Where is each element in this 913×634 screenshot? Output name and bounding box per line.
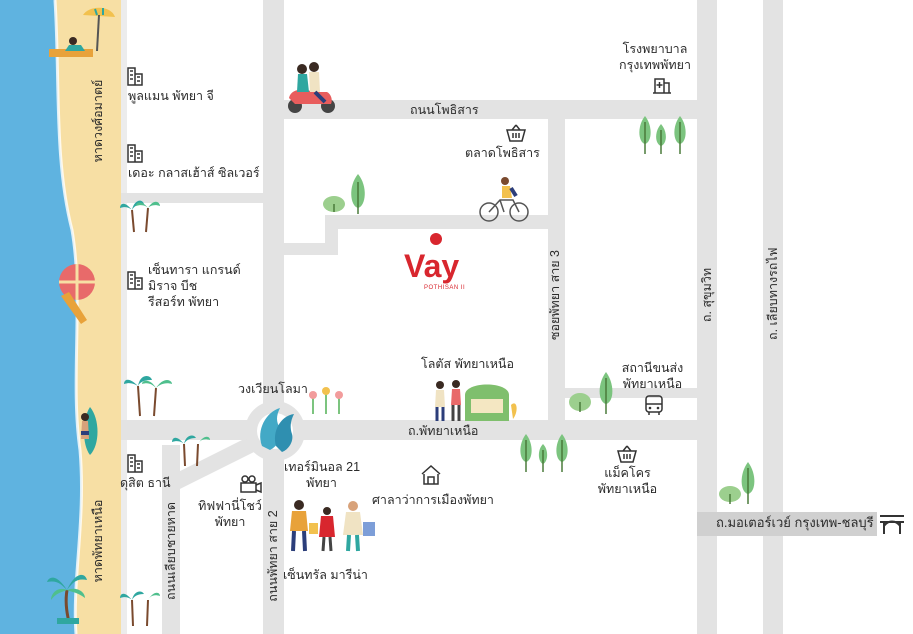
label-hospital-1: โรงพยาบาล	[622, 42, 688, 56]
label-cityhall: ศาลาว่าการเมืองพัทยา	[372, 493, 494, 507]
tree-icon	[323, 174, 365, 214]
temple-icon	[421, 464, 441, 485]
label-hospital-2: กรุงเทพพัทยา	[619, 58, 691, 72]
road-railway	[763, 0, 783, 634]
road-sukhumvit	[697, 0, 717, 634]
label-beach-north: หาดพัทยาเหนือ	[91, 499, 105, 583]
label-beach-road: ถนนเลียบชายหาด	[164, 501, 178, 601]
building-icon	[127, 454, 143, 473]
tree-icon	[719, 462, 755, 504]
road-inner-h2	[325, 215, 550, 229]
label-soi3: ซอยพัทยา สาย 3	[548, 250, 562, 341]
shoppers-icon	[290, 500, 375, 552]
label-tiffany-2: พัทยา	[214, 515, 246, 529]
label-central-marina: เซ็นทรัล มารีน่า	[283, 568, 368, 582]
label-north-pattaya: ถ.พัทยาเหนือ	[408, 424, 479, 438]
palm-icon	[120, 591, 160, 627]
palm-icon	[124, 376, 172, 417]
building-icon	[127, 67, 143, 86]
location-dot	[430, 233, 442, 245]
label-dolphin: วงเวียนโลมา	[238, 382, 308, 396]
label-poolman: พูลแมน พัทยา จี	[128, 89, 214, 103]
scooter-icon	[288, 62, 335, 113]
basket-icon	[617, 445, 637, 463]
label-centara-2: มิราจ บีช	[148, 279, 198, 293]
shoppers-icon	[435, 380, 517, 421]
brand-sub: POTHISAN II	[424, 285, 466, 291]
road-beach-road-inner	[162, 445, 180, 634]
umbrella-icon	[49, 7, 115, 57]
umbrella-icon	[59, 264, 95, 324]
road-inner-h1	[263, 243, 328, 255]
label-centara-3: รีสอร์ท พัทยา	[148, 295, 220, 309]
label-makro-2: พัทยาเหนือ	[597, 482, 658, 496]
bus-icon	[645, 395, 663, 415]
label-beach-dongtan: หาดวงศ์อมาตย์	[91, 79, 105, 163]
dolphin-icon	[260, 408, 294, 452]
label-dusit: ดุสิต ธานี	[120, 476, 171, 490]
label-phothisan: ถนนโพธิสาร	[410, 103, 479, 117]
road-motorway	[697, 512, 877, 536]
sea-and-beach	[0, 0, 125, 634]
palm-icon	[120, 200, 160, 233]
camera-icon	[240, 475, 262, 494]
palm-icon	[172, 435, 210, 467]
label-glasshouse: เดอะ กลาสเฮ้าส์ ซิลเวอร์	[128, 166, 260, 180]
building-icon	[127, 271, 143, 290]
road-inner-right	[565, 388, 697, 398]
surfer-icon	[81, 407, 98, 455]
building-icon	[127, 144, 143, 163]
road-soi-link	[121, 193, 263, 203]
label-makro-1: แม็คโคร	[604, 466, 651, 480]
brand-name: Vay	[404, 248, 460, 284]
label-sukhumvit: ถ. สุขุมวิท	[700, 267, 714, 323]
label-market: ตลาดโพธิสาร	[465, 146, 540, 160]
basket-icon	[506, 124, 526, 142]
bridge-icon	[880, 515, 904, 534]
label-lotus: โลตัส พัทยาเหนือ	[421, 357, 514, 371]
flowers-icon	[309, 387, 343, 414]
label-motorway: ถ.มอเตอร์เวย์ กรุงเทพ-ชลบุรี	[716, 515, 874, 530]
cyclist-icon	[479, 177, 529, 222]
palm-icon	[47, 574, 87, 624]
road-beach-road	[121, 0, 127, 634]
road-soi3	[548, 115, 565, 440]
tree-icon	[569, 372, 613, 414]
road-vertical-left	[263, 0, 284, 634]
tree-icon	[520, 434, 568, 472]
tree-icon	[639, 116, 686, 154]
label-railway: ถ. เลียบทางรถไฟ	[766, 247, 780, 341]
label-bus-2: พัทยาเหนือ	[622, 377, 683, 391]
label-centara-1: เซ็นทารา แกรนด์	[148, 263, 241, 277]
label-bus-1: สถานีขนส่ง	[621, 361, 684, 375]
label-t21-1: เทอร์มินอล 21	[284, 460, 361, 474]
label-t21-2: พัทยา	[306, 476, 337, 490]
hospital-icon	[653, 78, 671, 94]
road-phothisan	[263, 100, 697, 119]
label-tiffany-1: ทิฟฟานี่โชว์	[198, 499, 262, 513]
